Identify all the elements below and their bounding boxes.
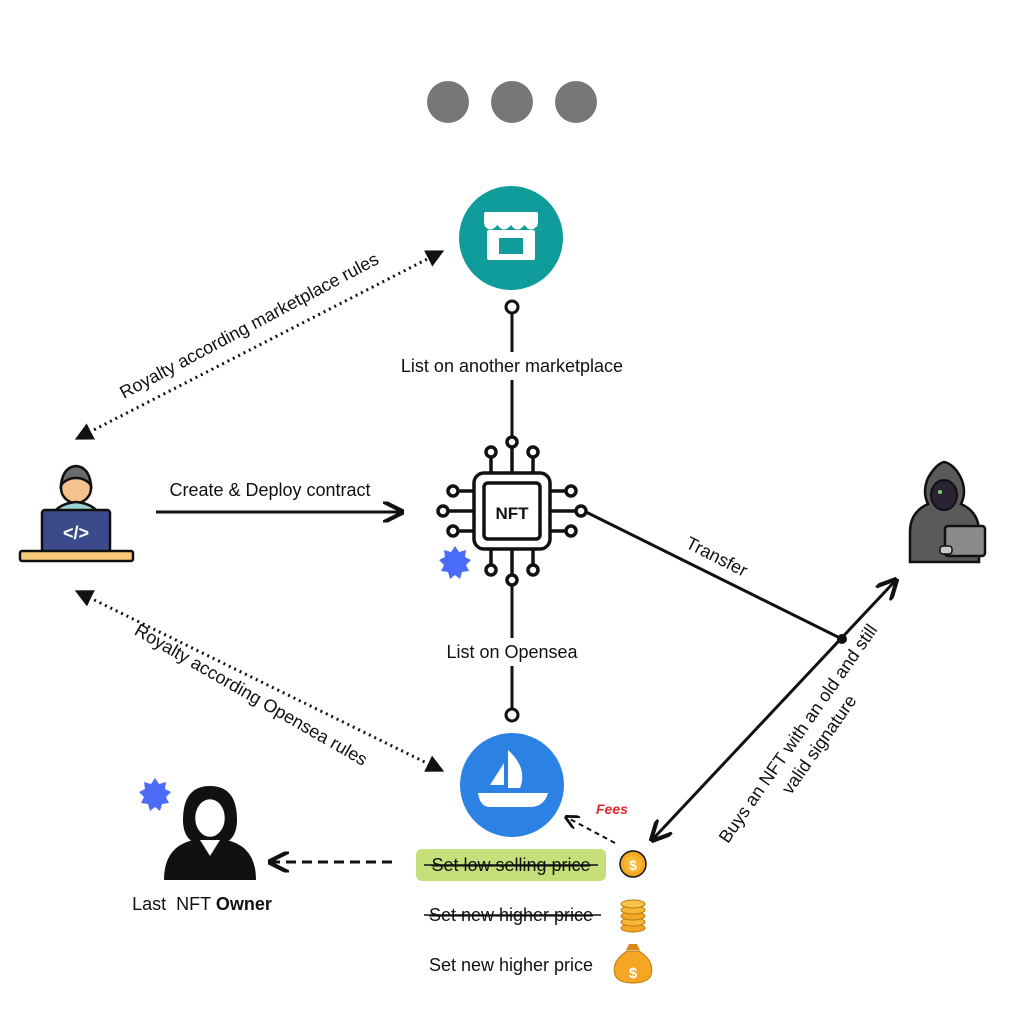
edge-label-buys: Buys an NFT with an old and still <box>715 621 882 847</box>
edge-list-another: List on another marketplace <box>401 299 623 436</box>
edge-label-list-another: List on another marketplace <box>401 356 623 376</box>
window-dots <box>427 81 597 123</box>
edge-royalty-opensea: Royalty according Opensea rules <box>74 590 445 772</box>
hooded-hacker-icon <box>908 460 987 564</box>
window-dot-2 <box>491 81 533 123</box>
creator-node: </> <box>18 464 135 563</box>
svg-text:</>: </> <box>63 523 89 543</box>
attacker-node <box>908 460 987 564</box>
nft-chip-label: NFT <box>495 504 529 523</box>
edge-create-deploy: Create & Deploy contract <box>156 480 402 512</box>
edge-label-transfer: Transfer <box>683 533 751 581</box>
edge-label-create-deploy: Create & Deploy contract <box>169 480 370 500</box>
money-bag-icon: $ <box>613 944 653 984</box>
edge-list-opensea: List on Opensea <box>446 586 579 723</box>
svg-text:$: $ <box>629 857 637 873</box>
price-steps: Set low selling price Set new higher pri… <box>416 849 653 984</box>
window-dot-1 <box>427 81 469 123</box>
marketplace-node <box>459 186 563 290</box>
last-owner-label: Last NFT Owner <box>132 894 272 914</box>
edge-label-royalty-marketplace: Royalty according marketplace rules <box>116 249 382 403</box>
window-dot-3 <box>555 81 597 123</box>
store-icon <box>484 212 538 260</box>
opensea-ship-icon <box>478 750 548 807</box>
price-step-3: Set new higher price <box>429 955 593 975</box>
coin-icon: $ <box>619 850 647 878</box>
badge-icon <box>439 546 471 579</box>
last-owner-node: Last NFT Owner <box>132 778 272 914</box>
edge-fees: Fees <box>566 801 628 844</box>
last-owner-label-bold: Owner <box>216 894 272 914</box>
edge-buys: Buys an NFT with an old and still valid … <box>652 580 896 847</box>
opensea-node <box>460 733 564 837</box>
edge-label-fees: Fees <box>596 801 628 817</box>
nft-node: NFT <box>436 435 588 587</box>
edge-label-list-opensea: List on Opensea <box>446 642 578 662</box>
person-icon <box>164 786 256 880</box>
edge-label-royalty-opensea: Royalty according Opensea rules <box>131 620 371 770</box>
svg-text:$: $ <box>629 965 638 982</box>
edge-royalty-marketplace: Royalty according marketplace rules <box>74 249 445 440</box>
nft-chip-icon <box>436 435 588 587</box>
coin-stack-icon <box>620 899 646 933</box>
developer-laptop-icon: </> <box>18 464 135 563</box>
last-owner-label-prefix: Last NFT <box>132 894 216 914</box>
edge-transfer: Transfer <box>585 510 847 644</box>
badge-icon <box>139 778 171 811</box>
